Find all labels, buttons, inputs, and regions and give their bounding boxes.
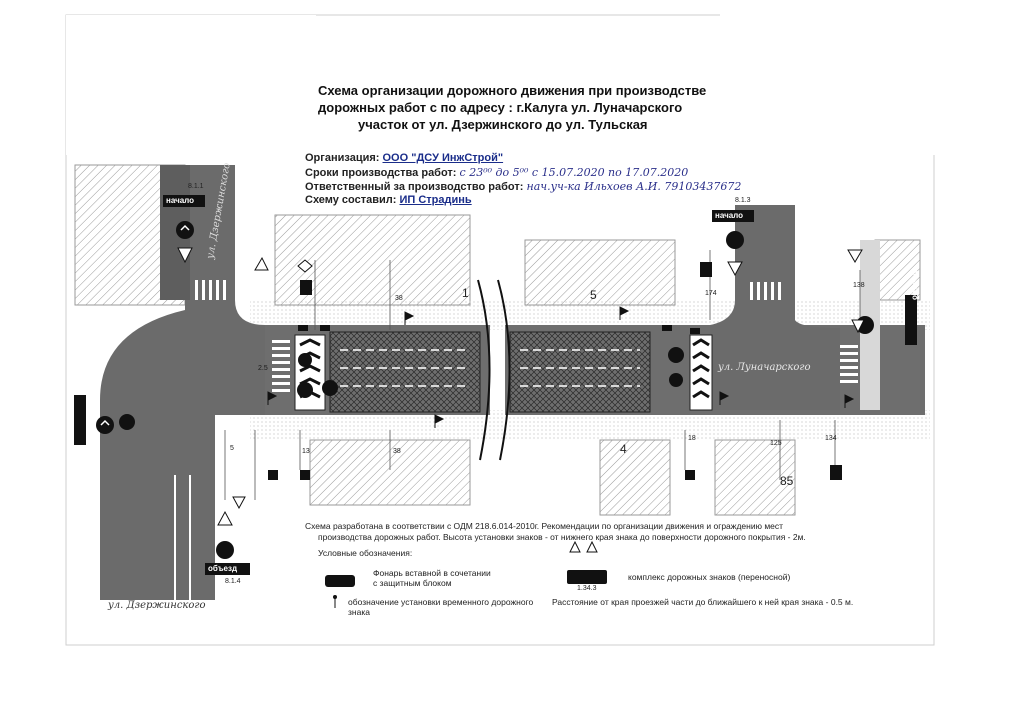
dimension-label: 18 (688, 435, 696, 442)
break-line (477, 279, 491, 461)
temp-sign-symbol-dot (333, 595, 337, 599)
block-number: 1 (462, 286, 469, 300)
block-number: 85 (780, 474, 794, 488)
legend-temp-sign-2: знака (348, 607, 370, 617)
crosswalks (195, 280, 858, 392)
organization-value: ООО "ДСУ ИнжСтрой" (382, 152, 504, 164)
warning-flags (267, 306, 855, 428)
street-label-lunacharskogo: ул. Луначарского (718, 362, 811, 373)
sign-code: 8.1.3 (735, 197, 751, 204)
traffic-signs (96, 221, 874, 559)
responsible-label: Ответственный за производство работ: (305, 181, 524, 193)
note-line1: Схема разработана в соответствии с ОДМ 2… (305, 521, 784, 531)
dimension-label: 125 (770, 440, 782, 447)
dimension-label: 2.5 (258, 365, 268, 372)
author-label: Схему составил: (305, 194, 397, 206)
building-block (714, 439, 796, 516)
dimension-label: 138 (853, 282, 865, 289)
street-label-dzerzhinskogo: ул. Дзержинского (108, 600, 206, 611)
break-line (497, 279, 511, 461)
dimension-label: 38 (393, 448, 401, 455)
building-block (524, 239, 676, 306)
sign-code: 8.1.1 (188, 183, 204, 190)
start-board-label: начало (166, 196, 195, 205)
scheme-title-line1: Схема организации дорожного движения при… (318, 83, 707, 98)
lamp-units (298, 325, 700, 587)
dates-value: с 23⁰⁰ до 5⁰⁰ с 15.07.2020 по 17.07.2020 (459, 166, 689, 179)
dates-label: Сроки производства работ: (305, 167, 457, 179)
chevron-barrier-east (689, 334, 713, 411)
mask (80, 650, 1020, 715)
detour-boards (74, 195, 917, 575)
dates-row: Сроки производства работ: с 23⁰⁰ до 5⁰⁰ … (305, 166, 688, 179)
note-line2: производства дорожных работ. Высота уста… (318, 532, 806, 542)
author-value: ИП Страдинь (399, 194, 472, 206)
dimension-label: 134 (825, 435, 837, 442)
dimension-label: 5 (230, 445, 234, 452)
legend-lamp-2: с защитным блоком (373, 578, 452, 588)
road-dzerzhinskogo (100, 165, 265, 600)
scheme-title-line2: дорожных работ с по адресу : г.Калуга ул… (318, 100, 683, 115)
work-zone-east (509, 331, 651, 413)
legend-distance: Расстояние от края проезжей части до бли… (552, 597, 854, 607)
chevron-barrier-west (294, 334, 326, 411)
block-number: 5 (590, 288, 597, 302)
road-cross-east (710, 205, 840, 410)
detour-board-label: объезд (208, 564, 238, 573)
detour-board-label: объезд (910, 270, 919, 300)
responsible-value: нач.уч-ка Ильхоев А.И. 79103437672 (526, 180, 742, 193)
scheme-title-line3: участок от ул. Дзержинского до ул. Тульс… (358, 117, 648, 132)
legend-lamp: Фонарь вставной в сочетании (373, 568, 491, 578)
legend-signs-complex: комплекс дорожных знаков (переносной) (628, 572, 791, 582)
mask (720, 10, 990, 155)
mask (66, 15, 316, 155)
legend-title: Условные обозначения: (318, 548, 413, 558)
start-board-label: начало (715, 211, 744, 220)
block-number: 4 (620, 442, 627, 456)
dimension-label: 174 (705, 290, 717, 297)
building-block (599, 439, 671, 516)
sign-code: 1.34.3 (577, 585, 597, 592)
author-row: Схему составил: ИП Страдинь (305, 194, 472, 206)
work-zone-west (329, 331, 481, 413)
organization-row: Организация: ООО "ДСУ ИнжСтрой" (305, 152, 503, 164)
responsible-row: Ответственный за производство работ: нач… (305, 180, 741, 193)
dimension-label: 13 (302, 448, 310, 455)
lane-markings (340, 349, 640, 387)
organization-label: Организация: (305, 152, 380, 164)
sign-code: 8.1.4 (225, 578, 241, 585)
legend-temp-sign: обозначение установки временного дорожно… (348, 597, 534, 607)
dimension-label: 38 (395, 295, 403, 302)
